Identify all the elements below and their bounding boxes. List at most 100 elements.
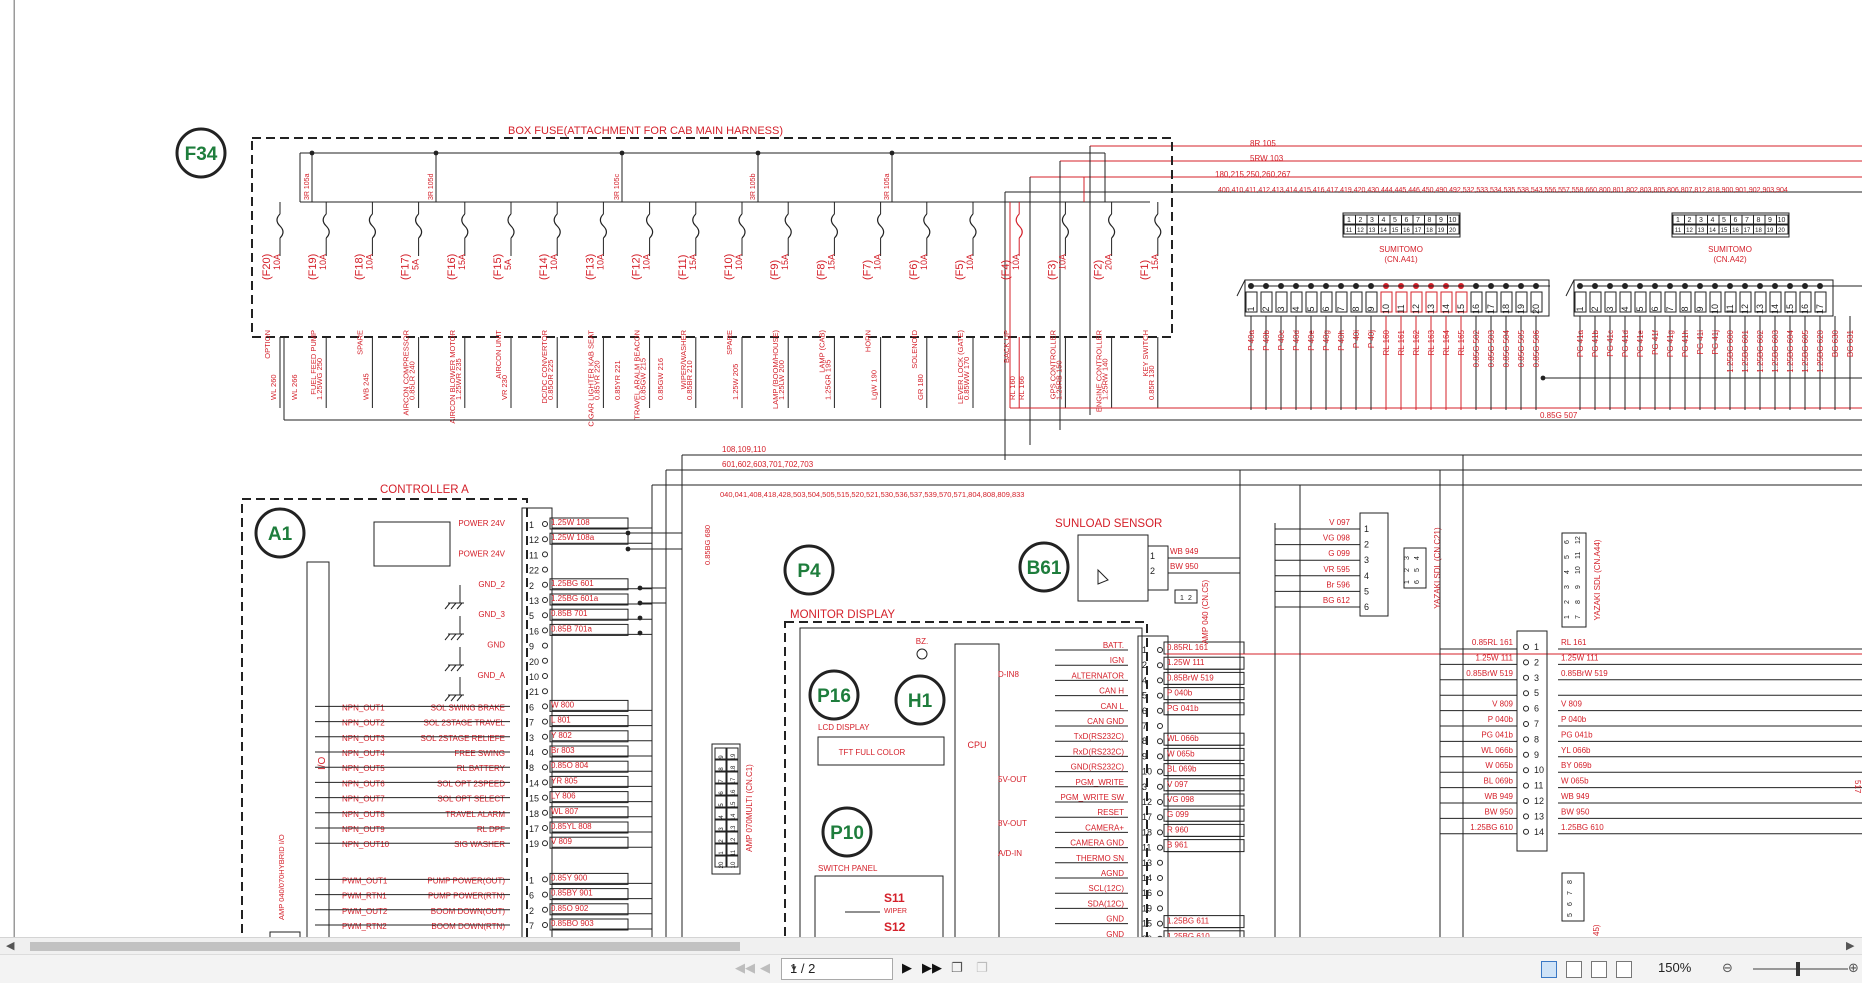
zoom-in-icon[interactable]: ⊕	[1848, 961, 1859, 976]
ctrl-signal-name: PUMP POWER(RTN)	[428, 892, 505, 901]
viewer-toolbar: ◀◀ ◀ 1 / 2 ▼ ▶ ▶▶ ❐ ❐ 150% ⊖ ⊕	[0, 954, 1862, 983]
first-page-icon[interactable]: ◀◀	[735, 961, 755, 976]
sunload-pin: 1	[1150, 551, 1155, 561]
ctrl-pin-socket	[542, 922, 548, 928]
ctrl-wire-label: V 809	[551, 837, 572, 846]
paste-icon[interactable]: ❐	[976, 961, 988, 976]
fuse-symbol	[923, 213, 931, 239]
two-page-view-icon[interactable]	[1591, 961, 1607, 978]
zoom-slider-track[interactable]	[1753, 968, 1848, 970]
right-conn-pin: 3	[1534, 673, 1539, 683]
fuse-id: (F11)	[677, 255, 689, 280]
ctrl-wire-box	[549, 715, 629, 728]
fuse-function: FUEL FEED PUMP	[309, 330, 318, 395]
fuse-wire-label: RL 160	[1008, 376, 1017, 400]
right-conn-pin: 5	[1534, 688, 1539, 698]
a41-strip-wire-label: RL 161	[1397, 329, 1406, 355]
zoom-slider-thumb[interactable]	[1796, 962, 1800, 976]
copy-icon[interactable]: ❐	[951, 961, 963, 976]
amp-c1-label: AMP 070MULTI (CN.C1)	[745, 764, 754, 852]
scroll-left-arrow[interactable]: ◀	[6, 939, 15, 952]
monitor-outline	[784, 621, 1148, 937]
zoom-level[interactable]: 150%	[1658, 960, 1692, 975]
monitor-wire-label: 1.25BG 611	[1167, 917, 1210, 926]
page-number-input[interactable]: 1 / 2 ▼	[781, 958, 893, 980]
ground-symbol	[444, 694, 451, 702]
fuse-wire-label: WB 245	[361, 373, 370, 400]
next-page-icon[interactable]: ▶	[902, 961, 912, 976]
monitor-pin-num: 6	[1142, 706, 1147, 716]
sumitomo-a42-cell-num: 13	[1698, 228, 1705, 234]
ctrl-wire-label: 1.25W 108	[551, 518, 590, 527]
yazaki-c21-cell: 5	[1414, 568, 1421, 572]
monitor-wire-box	[1163, 778, 1245, 792]
ctrl-wire-box	[549, 918, 629, 931]
ground-symbol	[444, 633, 451, 641]
fuse-id: (F3)	[1046, 260, 1058, 280]
bus-label: 601,602,603,701,702,703	[722, 460, 814, 469]
ctrl-wire-box	[549, 730, 629, 743]
monitor-pin-num: 2	[1142, 660, 1147, 670]
ctrl-signal-code: NPN_OUT10	[342, 840, 390, 849]
fuse-symbol	[969, 213, 977, 239]
right-conn-left-wire: V 809	[1492, 700, 1513, 709]
sunload-wire: WB 949	[1170, 547, 1199, 556]
ctrl-pin-num: 6	[529, 891, 534, 901]
fuse-wire-label: 1.25RW 140	[1101, 358, 1110, 400]
scroll-thumb[interactable]	[30, 942, 740, 951]
controller-a-connector	[521, 507, 553, 937]
a42-strip-pin-num: 4	[1620, 306, 1630, 311]
a42-strip-pin	[1679, 291, 1692, 313]
monitor-pin-num: 7	[1142, 721, 1147, 731]
prev-page-icon[interactable]: ◀	[760, 961, 770, 976]
scroll-right-arrow[interactable]: ▶	[1846, 939, 1855, 952]
a42-strip-pin	[1724, 291, 1737, 313]
single-page-view-icon[interactable]	[1541, 961, 1557, 978]
horizontal-scrollbar[interactable]: ◀ ▶	[0, 937, 1862, 955]
fuse-amp: 10A	[1057, 254, 1067, 270]
continuous-view-icon[interactable]	[1566, 961, 1582, 978]
controller-a-badge-label: A1	[268, 524, 293, 545]
amp-c5-num: 1	[1180, 595, 1184, 602]
amp-c1-cell	[726, 771, 739, 784]
two-page-continuous-icon[interactable]	[1616, 961, 1632, 978]
fuse-symbol	[1061, 213, 1069, 239]
ctrl-wire-box	[549, 806, 629, 819]
ctrl-pin-socket	[542, 688, 548, 695]
ctrl-wire-box	[549, 821, 629, 834]
fuse-function: SOLENOID	[910, 329, 919, 368]
ctrl-wire-box	[549, 578, 629, 591]
right-conn-socket	[1523, 828, 1529, 835]
amp-c1-num: 20	[719, 861, 725, 868]
ctrl-wire-label: 1.25BG 601a	[551, 594, 599, 603]
fuse-amp: 10A	[873, 254, 883, 270]
bottom-right-box	[1561, 872, 1585, 922]
ctrl-signal-name: SOL OPT SELECT	[437, 795, 505, 804]
last-page-icon[interactable]: ▶▶	[922, 961, 942, 976]
fuse-amp: 10A	[318, 254, 328, 270]
monitor-wire-label: 1.25BG 610	[1167, 932, 1210, 937]
a42-strip-pin	[1664, 291, 1677, 313]
a41-strip-pin-num: 7	[1336, 306, 1346, 311]
ctrl-wire-label: 0.85B 701	[551, 609, 588, 618]
lcd-label: LCD DISPLAY	[818, 723, 870, 732]
right-conn-socket	[1523, 751, 1529, 758]
monitor-signal: PGM_WRITE SW	[1060, 793, 1124, 802]
a41-strip-pin-num: 10	[1381, 304, 1391, 314]
amp-c1-num: 17	[731, 777, 737, 784]
ctrl-signal-name: GND_A	[477, 671, 505, 680]
cpu-block	[954, 643, 1000, 937]
sunload-body	[1077, 534, 1149, 602]
zoom-out-icon[interactable]: ⊖	[1722, 961, 1733, 976]
monitor-group-label: A/D-IN	[998, 849, 1022, 858]
amp-c1-cell	[726, 807, 739, 820]
fuse-symbol	[692, 213, 700, 239]
a42-strip-pin	[1619, 291, 1632, 313]
ctrl-wire-box	[549, 903, 629, 916]
supply-label: 3R 105d	[428, 173, 435, 200]
sumitomo-a41-cell-num: 12	[1357, 228, 1364, 234]
bus-label: 8R 105	[1250, 139, 1276, 148]
ctrl-pin-socket	[542, 906, 548, 913]
